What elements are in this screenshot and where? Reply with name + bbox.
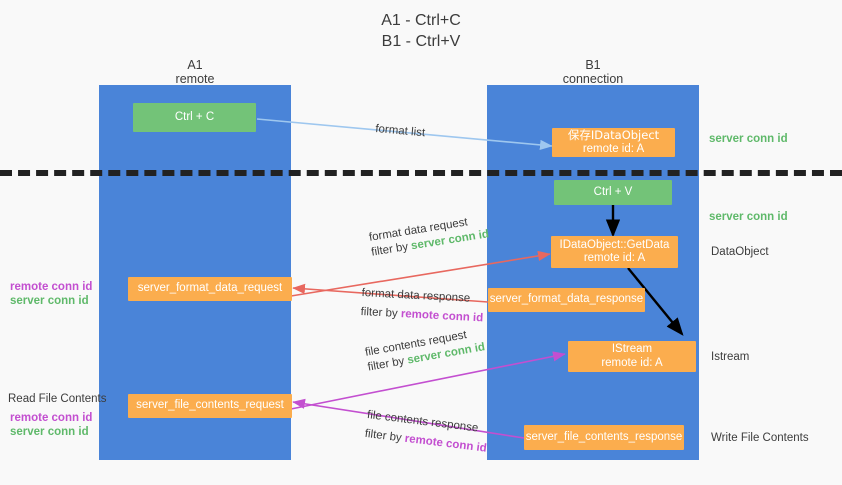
right-label-server-conn-id-top: server conn id xyxy=(709,133,788,145)
arrow-label-file-contents-response: file contents response filter by remote … xyxy=(364,408,490,457)
node-ctrl-v[interactable]: Ctrl + V xyxy=(554,180,672,205)
node-server-file-contents-request[interactable]: server_file_contents_request xyxy=(128,394,292,418)
column-header-b1: B1 connection xyxy=(487,58,699,86)
node-getdata-line2: remote id: A xyxy=(583,252,646,264)
title-line-2: B1 - Ctrl+V xyxy=(381,33,461,50)
arrow-label-file-contents-request: file contents request filter by server c… xyxy=(364,325,486,375)
filter-prefix: filter by xyxy=(360,305,402,321)
left-label-file-server-conn-id: server conn id xyxy=(10,426,89,438)
node-save-idataobject-line1: 保存IDataObject xyxy=(567,128,660,142)
right-label-server-conn-id-mid: server conn id xyxy=(709,211,788,223)
node-getdata[interactable]: IDataObject::GetData remote id: A xyxy=(551,236,678,268)
left-label-format-remote-conn-id: remote conn id xyxy=(10,281,93,293)
phase-divider xyxy=(0,170,842,176)
node-save-idataobject[interactable]: 保存IDataObject remote id: A xyxy=(552,128,675,157)
column-b1-sub: connection xyxy=(562,72,624,86)
node-istream-line1: IStream xyxy=(611,343,653,355)
column-b1-name: B1 xyxy=(585,58,601,72)
filter-prefix: filter by xyxy=(364,427,406,445)
node-istream-line2: remote id: A xyxy=(601,356,663,369)
column-header-a1: A1 remote xyxy=(99,58,291,86)
left-label-file-remote-conn-id: remote conn id xyxy=(10,412,93,424)
arrow-label-format-data-response: format data response filter by remote co… xyxy=(360,286,484,326)
title-line-1: A1 - Ctrl+C xyxy=(381,12,461,29)
left-label-read-file-contents: Read File Contents xyxy=(8,393,107,405)
node-server-format-data-request[interactable]: server_format_data_request xyxy=(128,277,292,301)
arrow-label-format-list: format list xyxy=(374,122,426,140)
node-getdata-line1: IDataObject::GetData xyxy=(559,238,670,251)
filter-value-remote-conn-id: remote conn id xyxy=(400,308,484,325)
right-label-dataobject: DataObject xyxy=(711,246,769,258)
column-a1-name: A1 xyxy=(187,58,203,72)
node-ctrl-c[interactable]: Ctrl + C xyxy=(133,103,256,132)
right-label-istream: Istream xyxy=(711,351,750,363)
node-istream[interactable]: IStream remote id: A xyxy=(568,341,696,372)
left-label-format-server-conn-id: server conn id xyxy=(10,295,89,307)
arrow-label-format-data-request: format data request filter by server con… xyxy=(368,212,490,260)
column-a1-sub: remote xyxy=(175,72,215,86)
node-save-idataobject-line2: remote id: A xyxy=(582,142,645,155)
node-server-file-contents-response[interactable]: server_file_contents_response xyxy=(524,425,684,450)
arrow-label-format-data-response-filter: filter by remote conn id xyxy=(360,305,483,326)
right-label-write-file-contents: Write File Contents xyxy=(711,432,809,444)
arrow-label-format-data-response-title: format data response xyxy=(361,286,471,305)
node-server-format-data-response[interactable]: server_format_data_response xyxy=(488,288,645,312)
